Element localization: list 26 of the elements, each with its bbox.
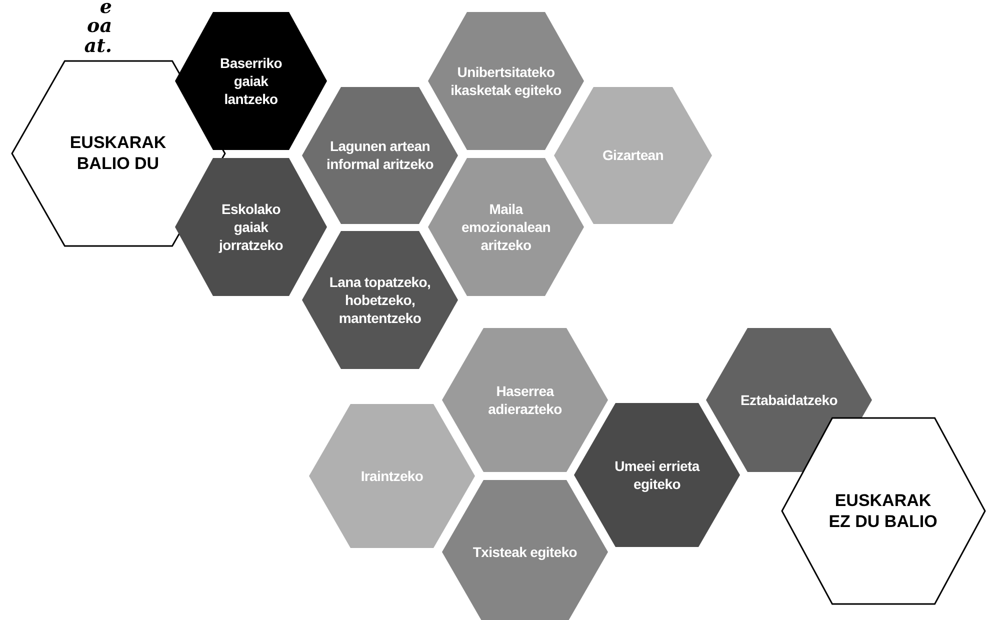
hexagon-label: Iraintzeko (360, 467, 424, 485)
hexagon-label: Umeei errieta egiteko (614, 457, 701, 493)
hexagon (428, 12, 584, 150)
hexagon-label: Lagunen artean informal aritzeko (326, 137, 434, 173)
text-fragment: e (100, 0, 112, 18)
hexagon-label: Unibertsitateko ikasketak egiteko (450, 63, 562, 99)
hexagon (442, 480, 608, 620)
hexagon (574, 403, 740, 547)
hexagon-label: Maila emozionalean aritzeko (460, 200, 552, 254)
hexagon-label: EUSKARAK BALIO DU (68, 132, 168, 174)
hexagon (302, 231, 458, 369)
hexagon (309, 404, 475, 548)
text-fragment: at. (84, 35, 112, 57)
hexagon-label: Gizartean (601, 146, 665, 164)
text-fragment: oa (87, 15, 112, 37)
hexagon (780, 417, 986, 605)
hexagon (175, 12, 327, 150)
hexagon-label: Eztabaidatzeko (740, 391, 838, 409)
hexagon-label: EUSKARAK EZ DU BALIO (828, 490, 938, 532)
hexagon (442, 328, 608, 472)
hexagon-label: Baserriko gaiak lantzeko (219, 54, 283, 108)
hexagon-label: Lana topatzeko, hobetzeko, mantentzeko (328, 273, 432, 327)
hexagon-label: Txisteak egiteko (472, 543, 578, 561)
hexagon (175, 158, 327, 296)
hexagon-label: Haserrea adierazteko (487, 382, 563, 418)
hexagon-label: Eskolako gaiak jorratzeko (218, 200, 284, 254)
